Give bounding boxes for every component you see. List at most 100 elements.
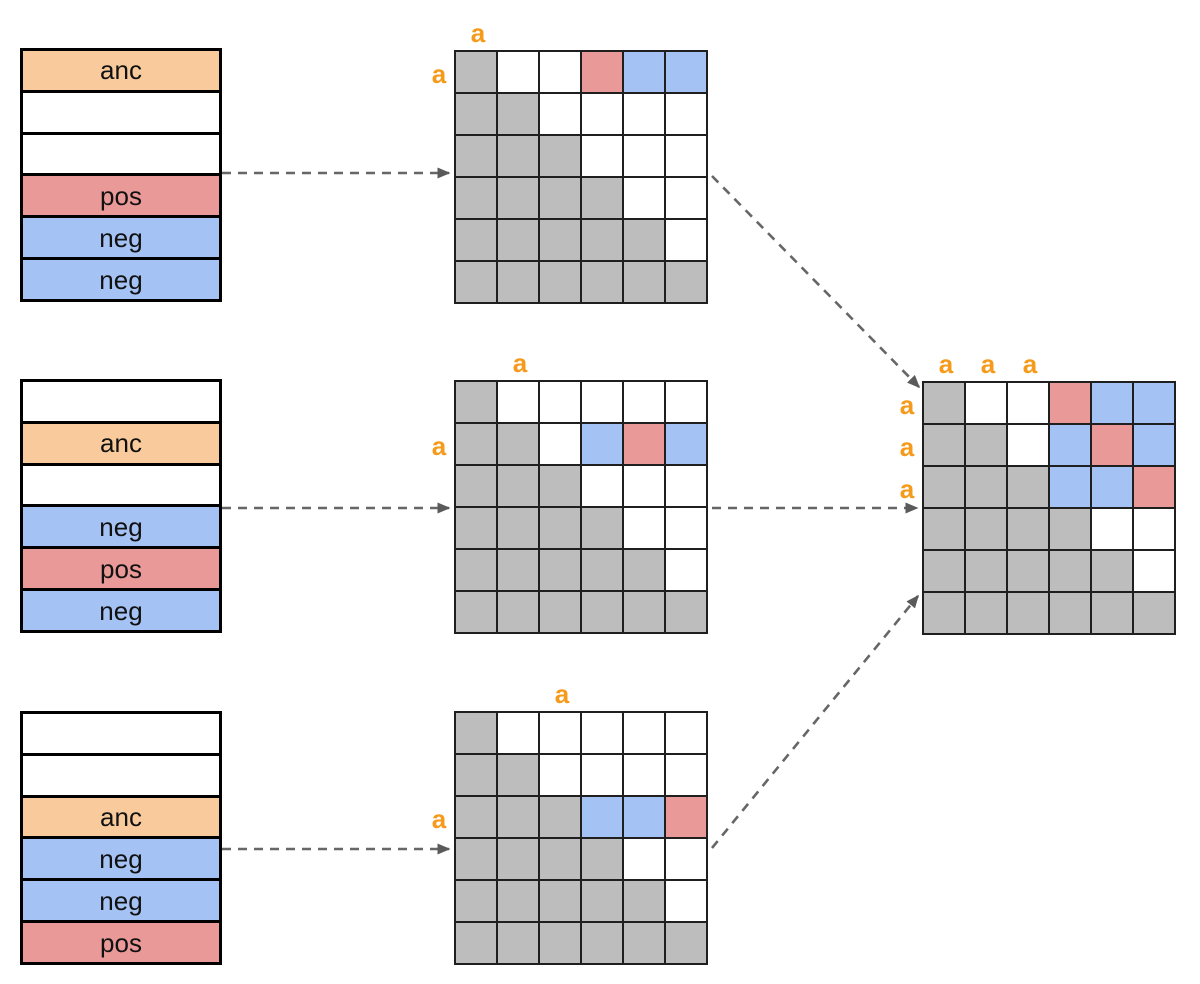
mask-cell-masked (582, 550, 622, 590)
mask-cell-masked (624, 592, 664, 632)
mask-cell-positive (666, 797, 706, 837)
anchor-row-marker: a (899, 474, 915, 504)
sequence-row-empty (23, 134, 219, 177)
mask-cell-empty (666, 220, 706, 260)
mask-cell-masked (456, 424, 496, 464)
mask-cell-negative (1134, 425, 1174, 465)
mask-cell-masked (540, 508, 580, 548)
sequence-row-empty (23, 92, 219, 135)
anchor-row-marker: a (899, 432, 915, 462)
mask-cell-masked (498, 755, 538, 795)
mask-cell-empty (624, 713, 664, 753)
mask-cell-masked (456, 550, 496, 590)
mask-cell-negative (624, 797, 664, 837)
mask-cell-masked (456, 755, 496, 795)
mask-cell-masked (498, 592, 538, 632)
mask-cell-masked (966, 425, 1006, 465)
mask-cell-negative (582, 797, 622, 837)
mask-cell-masked (540, 550, 580, 590)
sequence-row-label: anc (100, 55, 142, 86)
mask-cell-empty (666, 178, 706, 218)
mask-cell-masked (1050, 551, 1090, 591)
mask-cell-masked (924, 425, 964, 465)
mask-cell-masked (582, 178, 622, 218)
sequence-row-label: neg (99, 264, 143, 295)
mask-cell-masked (456, 797, 496, 837)
mask-cell-empty (582, 755, 622, 795)
mask-cell-empty (666, 136, 706, 176)
sequence-row-neg: neg (23, 507, 219, 550)
mask-cell-masked (456, 881, 496, 921)
mask-cell-masked (966, 509, 1006, 549)
mask-cell-masked (540, 178, 580, 218)
mask-cell-masked (498, 220, 538, 260)
mask-cell-negative (666, 52, 706, 92)
mask-cell-empty (666, 713, 706, 753)
mask-cell-masked (540, 839, 580, 879)
mask-cell-masked (582, 881, 622, 921)
mask-cell-masked (540, 797, 580, 837)
mask-cell-positive (1092, 425, 1132, 465)
mask-cell-empty (624, 382, 664, 422)
sequence-row-label: anc (100, 802, 142, 833)
mask-cell-empty (624, 839, 664, 879)
mask-cell-empty (1008, 383, 1048, 423)
mask-cell-masked (666, 262, 706, 302)
mask-cell-masked (498, 550, 538, 590)
sequence-row-pos: pos (23, 923, 219, 962)
mask-cell-empty (582, 136, 622, 176)
mask-cell-empty (540, 52, 580, 92)
mask-cell-masked (1008, 509, 1048, 549)
mask-cell-masked (582, 923, 622, 963)
anchor-column-marker: a (980, 349, 996, 379)
sequence-row-neg: neg (23, 260, 219, 299)
sequence-row-neg: neg (23, 839, 219, 882)
mask-cell-masked (540, 220, 580, 260)
mask-cell-masked (1008, 551, 1048, 591)
mask-cell-masked (498, 466, 538, 506)
mask-cell-empty (1008, 425, 1048, 465)
mask-cell-negative (1134, 383, 1174, 423)
mask-cell-masked (498, 508, 538, 548)
mask-cell-masked (540, 923, 580, 963)
mask-cell-empty (666, 382, 706, 422)
mask-cell-masked (624, 923, 664, 963)
mask-cell-empty (666, 94, 706, 134)
mask-cell-masked (456, 466, 496, 506)
mask-cell-masked (456, 713, 496, 753)
mask-cell-masked (540, 592, 580, 632)
sequence-row-label: neg (99, 843, 143, 874)
anchor-row-marker: a (899, 390, 915, 420)
mask-cell-masked (624, 262, 664, 302)
mask-cell-masked (582, 262, 622, 302)
anchor-column-marker: a (470, 18, 486, 48)
mask-cell-empty (498, 713, 538, 753)
mask-cell-masked (1092, 551, 1132, 591)
sequence-row-neg: neg (23, 591, 219, 630)
mask-cell-empty (1134, 551, 1174, 591)
mask-cell-empty (498, 52, 538, 92)
mask-cell-masked (666, 592, 706, 632)
sequence-list-3: anc neg neg pos (20, 711, 222, 965)
sequence-row-label: anc (100, 428, 142, 459)
mask-cell-masked (498, 881, 538, 921)
sequence-row-label: neg (99, 595, 143, 626)
mask-cell-empty (666, 881, 706, 921)
mask-cell-empty (582, 382, 622, 422)
sequence-row-empty (23, 755, 219, 798)
mask-cell-positive (1050, 383, 1090, 423)
sequence-row-label: neg (99, 511, 143, 542)
mask-cell-empty (624, 178, 664, 218)
mask-cell-empty (666, 508, 706, 548)
sequence-row-label: neg (99, 885, 143, 916)
mask-cell-masked (582, 839, 622, 879)
arrow-mask3-to-combined (710, 594, 920, 849)
mask-cell-empty (666, 550, 706, 590)
mask-cell-masked (1050, 509, 1090, 549)
mask-cell-empty (582, 466, 622, 506)
